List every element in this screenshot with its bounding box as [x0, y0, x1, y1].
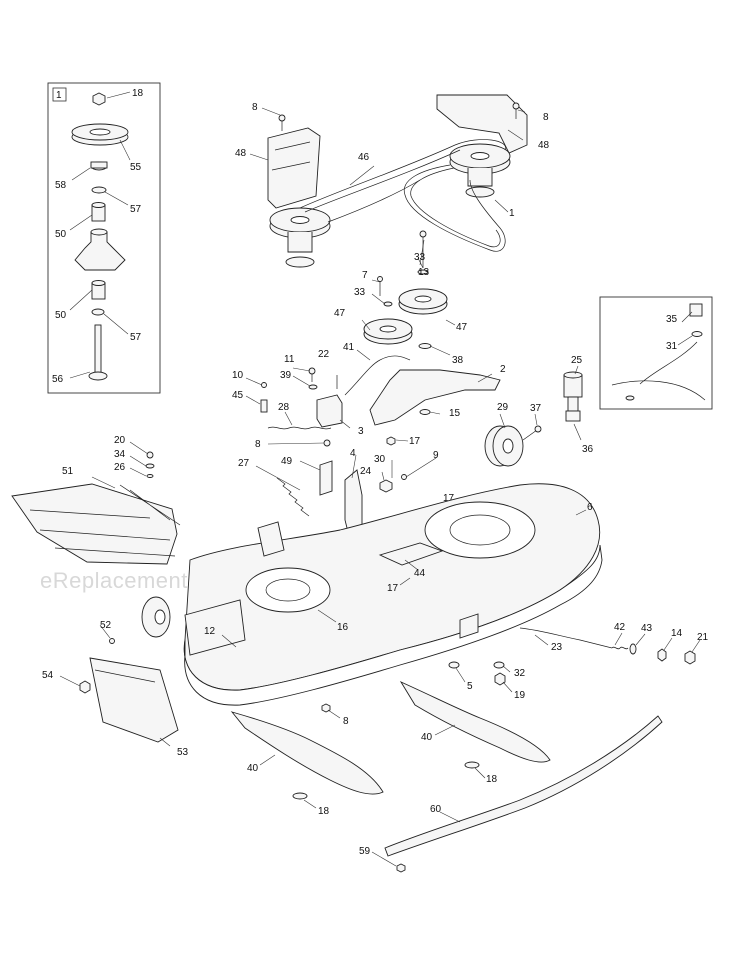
callout-33: 33 [354, 287, 366, 298]
mower-deck-housing [141, 483, 603, 706]
callout-17: 17 [443, 493, 455, 504]
callout-9: 9 [433, 450, 439, 461]
callout-13: 13 [418, 267, 430, 278]
callout-14: 14 [671, 628, 683, 639]
callout-33: 33 [414, 252, 426, 263]
callout-41: 41 [343, 342, 355, 353]
callout-6: 6 [587, 502, 593, 513]
callout-16: 16 [337, 622, 349, 633]
callout-24: 24 [360, 466, 372, 477]
callout-3: 3 [358, 426, 364, 437]
callout-47: 47 [456, 322, 468, 333]
callout-46: 46 [358, 152, 370, 163]
callout-52: 52 [100, 620, 112, 631]
callout-40: 40 [421, 732, 433, 743]
side-cover [59, 624, 179, 747]
callout-22: 22 [318, 349, 330, 360]
callout-12: 12 [204, 626, 216, 637]
callout-15: 15 [449, 408, 461, 419]
callout-38: 38 [452, 355, 464, 366]
callout-23: 23 [551, 642, 563, 653]
callout-17: 17 [387, 583, 399, 594]
callout-37: 37 [530, 403, 542, 414]
callout-5: 5 [467, 681, 473, 692]
callout-55: 55 [130, 162, 142, 173]
callout-8: 8 [252, 102, 258, 113]
callout-50: 50 [55, 310, 67, 321]
callout-31: 31 [666, 341, 678, 352]
discharge-deflector [11, 441, 181, 565]
callout-58: 58 [55, 180, 67, 191]
callout-18: 18 [486, 774, 498, 785]
callout-57: 57 [130, 332, 142, 343]
callout-20: 20 [114, 435, 126, 446]
callout-49: 49 [281, 456, 293, 467]
baffle-bar [371, 715, 663, 873]
spindle-inset: 1 [47, 82, 161, 394]
callout-56: 56 [52, 374, 64, 385]
right-hardware [484, 296, 713, 467]
callout-40: 40 [247, 763, 259, 774]
callout-29: 29 [497, 402, 509, 413]
callout-8: 8 [255, 439, 261, 450]
callout-10: 10 [232, 370, 244, 381]
callout-25: 25 [571, 355, 583, 366]
callout-32: 32 [514, 668, 526, 679]
callout-47: 47 [334, 308, 346, 319]
callout-21: 21 [697, 632, 709, 643]
lift-linkage [448, 613, 701, 693]
callout-48: 48 [538, 140, 550, 151]
callout-50: 50 [55, 229, 67, 240]
callout-2: 2 [500, 364, 506, 375]
callout-42: 42 [614, 622, 626, 633]
callout-8: 8 [343, 716, 349, 727]
callout-36: 36 [582, 444, 594, 455]
callout-27: 27 [238, 458, 250, 469]
callout-11: 11 [284, 354, 295, 365]
callout-18: 18 [318, 806, 330, 817]
callout-43: 43 [641, 623, 653, 634]
callout-4: 4 [350, 448, 356, 459]
callout-19: 19 [514, 690, 526, 701]
callout-59: 59 [359, 846, 371, 857]
callout-44: 44 [414, 568, 426, 579]
callout-60: 60 [430, 804, 442, 815]
callout-48: 48 [235, 148, 247, 159]
callout-30: 30 [374, 454, 386, 465]
callout-26: 26 [114, 462, 126, 473]
blades [230, 680, 551, 809]
inset-label: 1 [56, 90, 62, 101]
callout-34: 34 [114, 449, 126, 460]
callout-54: 54 [42, 670, 54, 681]
hardware-cluster [245, 367, 441, 541]
callout-53: 53 [177, 747, 189, 758]
idler-assembly [344, 230, 501, 426]
callout-28: 28 [278, 402, 290, 413]
callout-7: 7 [362, 270, 368, 281]
callout-57: 57 [130, 204, 142, 215]
nut-18-icon [92, 92, 106, 106]
callout-1: 1 [509, 208, 515, 219]
callout-39: 39 [280, 370, 292, 381]
callout-45: 45 [232, 390, 244, 401]
belt-and-pulleys [249, 94, 528, 268]
callout-35: 35 [666, 314, 678, 325]
callout-51: 51 [62, 466, 74, 477]
callout-17: 17 [409, 436, 421, 447]
callout-18: 18 [132, 88, 144, 99]
callout-8: 8 [543, 112, 549, 123]
